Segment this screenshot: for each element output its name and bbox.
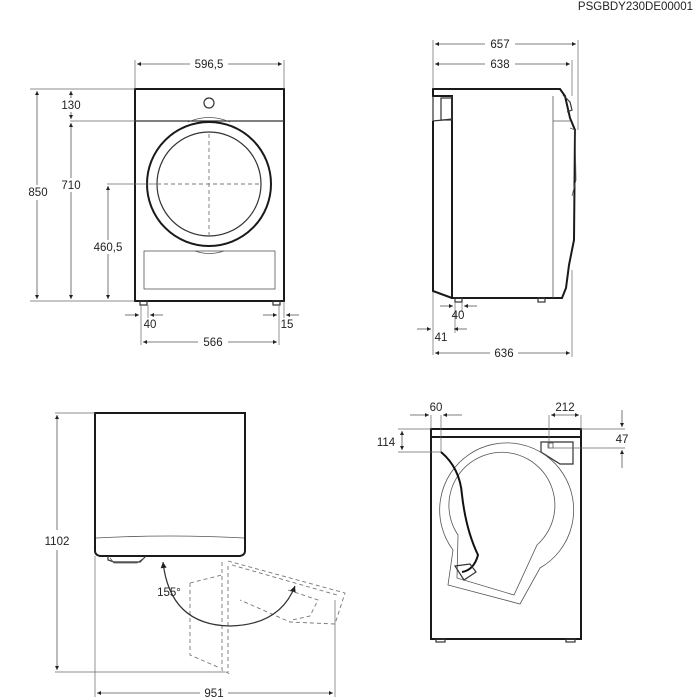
dim-foot-left: 40 xyxy=(144,319,157,331)
door-open-view: 155° 1102 951 xyxy=(45,412,346,700)
dim-base-depth: 636 xyxy=(494,348,513,360)
dim-side-foot: 40 xyxy=(452,310,465,322)
front-body-outline xyxy=(134,88,285,302)
power-cable-icon xyxy=(440,451,480,573)
dim-height-below-panel: 710 xyxy=(61,180,80,192)
dim-depth-with-door: 657 xyxy=(490,39,509,51)
side-view: 657 638 40 41 636 xyxy=(417,39,579,360)
dim-depth-body: 638 xyxy=(490,59,509,71)
dim-rear-offset: 41 xyxy=(435,332,448,344)
dim-top-panel: 130 xyxy=(61,100,80,112)
dim-front-width: 596,5 xyxy=(195,59,224,71)
front-view: 596,5 850 130 710 460,5 40 15 xyxy=(28,59,299,349)
dim-feet-span: 566 xyxy=(203,337,222,349)
dim-door-angle: 155° xyxy=(157,587,181,599)
dim-total-height: 850 xyxy=(28,187,47,199)
dim-foot-right: 15 xyxy=(281,319,294,331)
dim-drain-offset-y: 47 xyxy=(616,434,629,446)
program-knob-icon xyxy=(203,97,215,109)
dim-door-center-height: 460,5 xyxy=(94,242,123,254)
dim-total-width-open: 951 xyxy=(204,688,223,700)
dim-cable-offset-y: 114 xyxy=(377,437,396,449)
power-plug-icon xyxy=(453,563,477,581)
rear-view: 60 114 212 47 xyxy=(377,402,629,643)
drawing-code: PSGBDY230DE00001 xyxy=(578,1,693,13)
dim-cable-offset-x: 60 xyxy=(430,402,443,414)
dim-drain-offset-x: 212 xyxy=(555,402,574,414)
drain-outlet-icon xyxy=(540,441,574,465)
dim-total-depth-open: 1102 xyxy=(45,536,70,548)
